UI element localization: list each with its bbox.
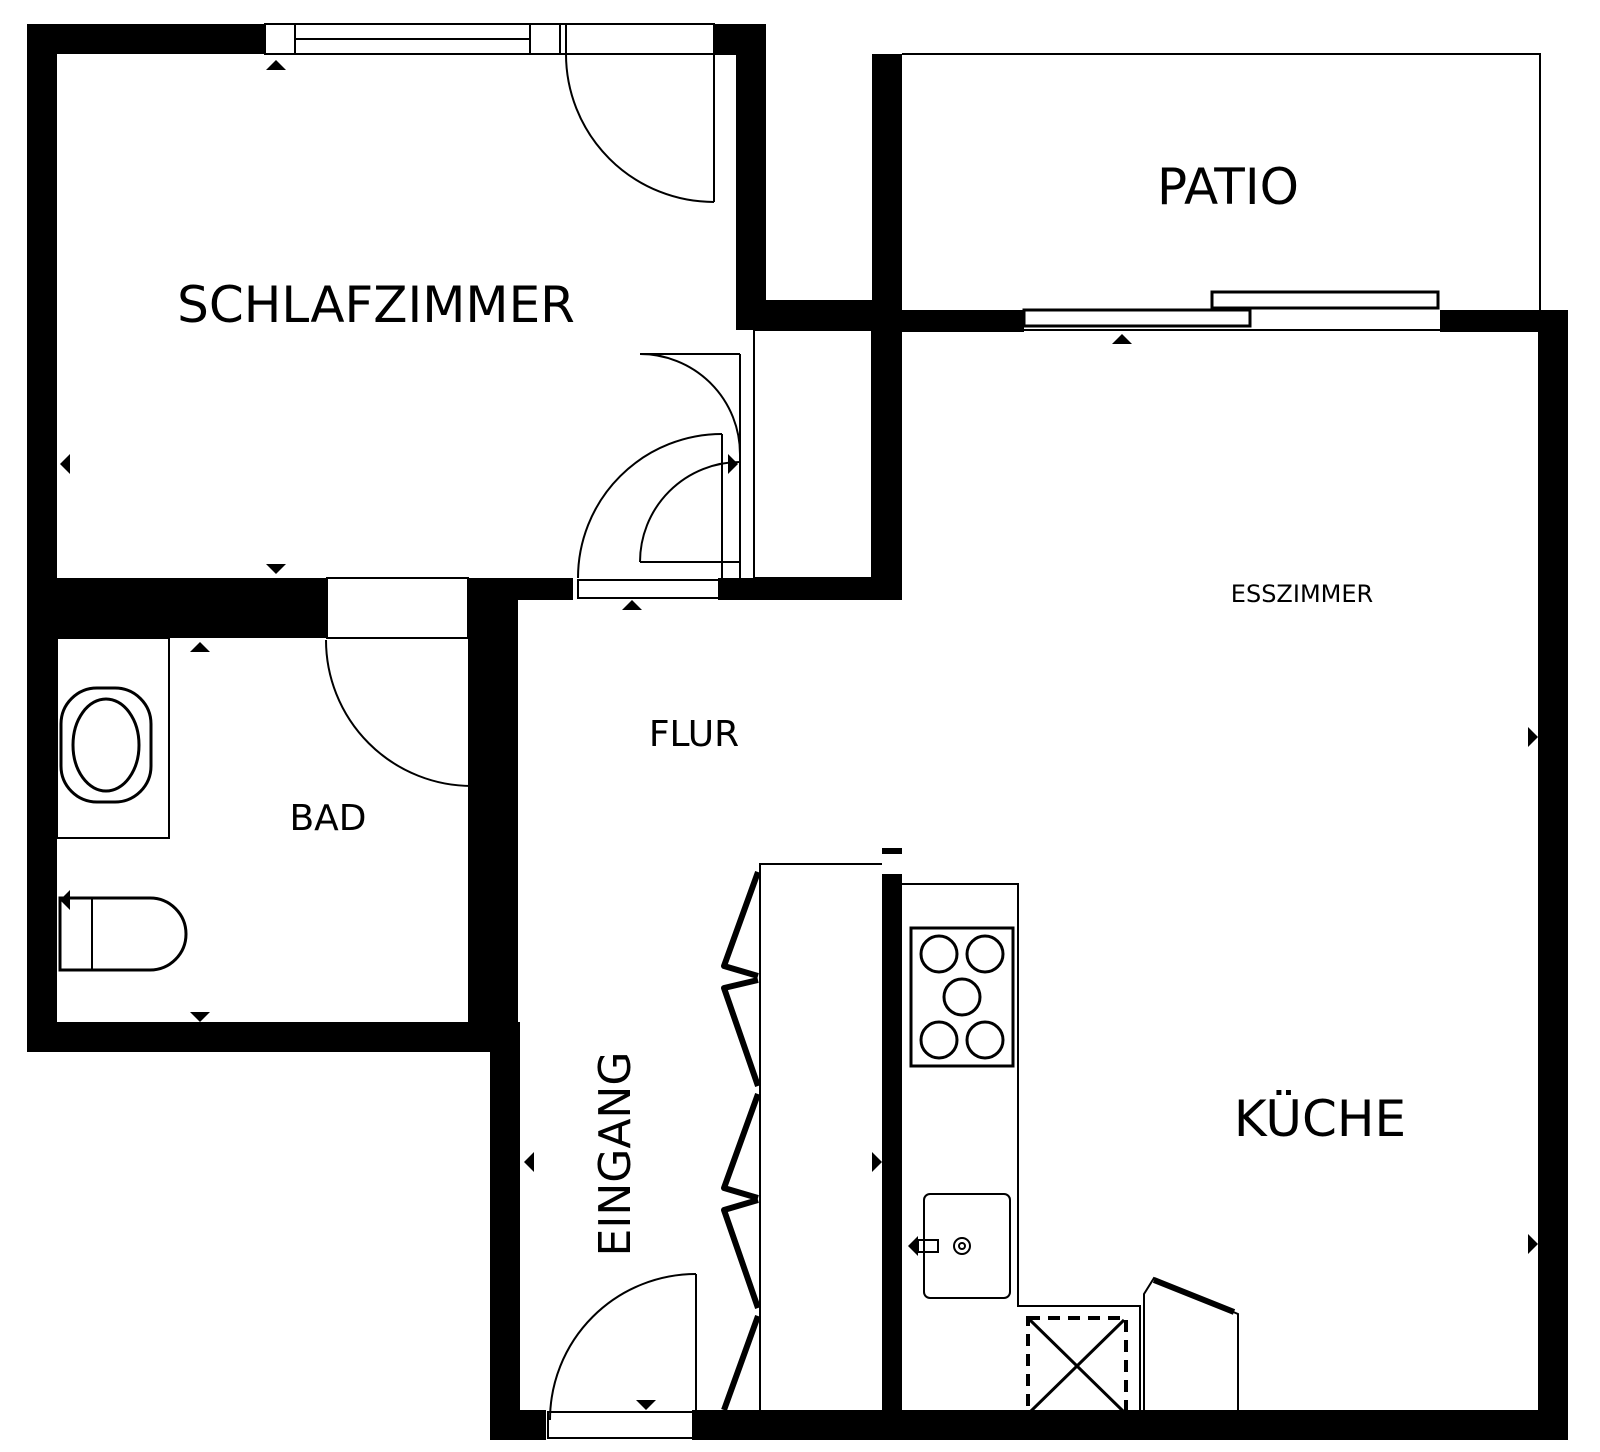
patio-outline [902,53,1541,310]
wardrobe-icon [721,863,882,1412]
room-label-esszimmer: ESSZIMMER [1231,580,1373,608]
sliding-door-icon [1022,290,1440,331]
room-label-patio: PATIO [1157,158,1299,216]
stove-icon [909,926,1015,1068]
room-label-eingang: EINGANG [590,1052,641,1257]
bath-doorway [326,577,469,639]
kitchen-counter [902,883,1141,1410]
room-label-schlafzimmer: SCHLAFZIMMER [177,276,575,334]
wall-kitchen-divider [882,874,902,1440]
wall-right [1538,310,1568,1440]
door-swing-icon [325,24,755,1439]
room-label-bad: BAD [289,798,366,839]
wall-corridor-top [498,578,518,1052]
room-label-kueche: KÜCHE [1234,1090,1406,1148]
wall-bath-bottom [27,1022,499,1052]
dishwasher-icon [1143,1276,1239,1410]
wall-corridor-left [490,1022,520,1440]
bathtub-icon [56,637,170,839]
wall-bedroom-left [27,24,57,1052]
wall-bedroom-bottom-left [27,578,327,638]
fridge-icon [1026,1316,1128,1416]
wall-bottom-left [490,1410,546,1440]
wall-bedroom-right-upper [736,24,766,330]
wall-patio-left [872,54,902,600]
walls [27,24,1568,1440]
wall-bedroom-top-left [27,24,265,54]
wall-bottom-right [692,1410,1568,1440]
toilet-icon [58,896,188,972]
wall-living-top-mid [900,310,1024,332]
closet-frame [753,329,873,579]
window-icon [264,23,715,55]
direction-arrow-icon [60,60,1538,1410]
room-label-flur: FLUR [649,714,739,755]
wall-living-top-right [1440,310,1568,332]
sink-icon [917,1193,1011,1299]
wall-kitchen-divider-cap [882,848,902,854]
wall-closet-bottom [736,578,902,600]
